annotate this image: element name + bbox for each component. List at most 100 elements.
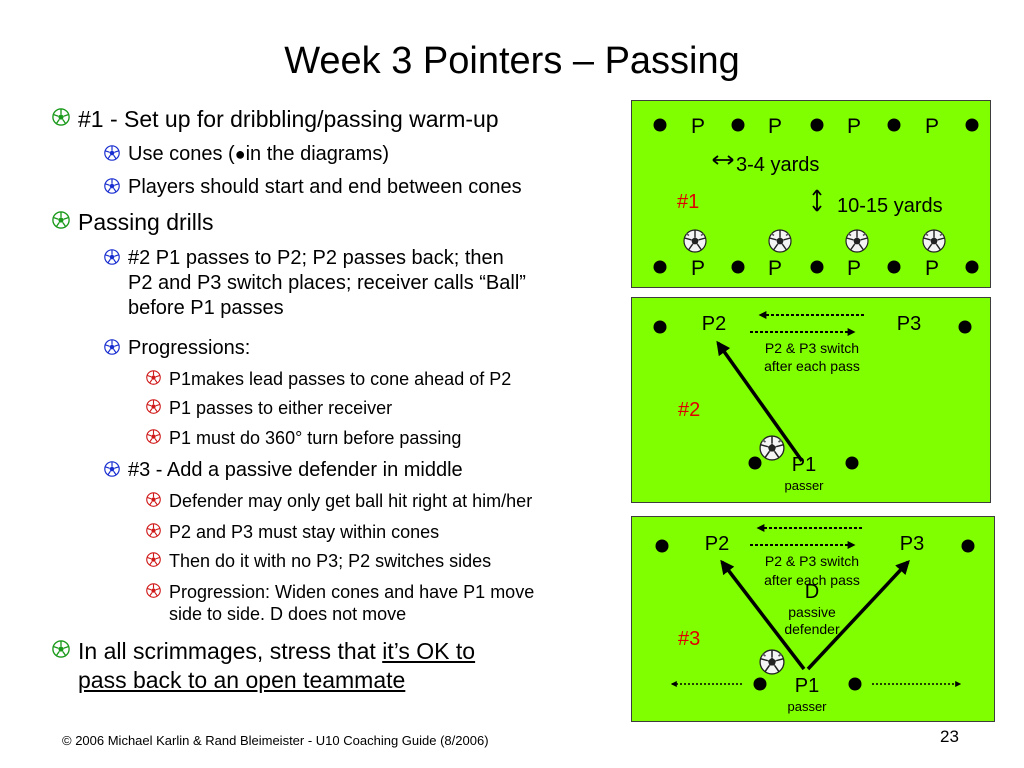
player-label: P [691, 257, 705, 280]
defender-note: passive [788, 604, 836, 620]
soccer-ball-icon [104, 249, 120, 265]
player-label: P [847, 257, 861, 280]
soccer-ball-icon [104, 339, 120, 355]
bullet-no-p3: Then do it with no P3; P2 switches sides [146, 550, 491, 572]
bullet-text: side to side. D does not move [169, 604, 407, 624]
bullet-either-receiver: P1 passes to either receiver [146, 397, 392, 419]
bullet-warmup: #1 - Set up for dribbling/passing warm-u… [52, 105, 499, 134]
bullet-text: Progressions: [128, 337, 251, 359]
soccer-ball-icon [146, 492, 161, 507]
horizontal-arrow-icon [712, 155, 734, 165]
defender-label: D [805, 581, 819, 603]
cone-dot-icon [653, 320, 667, 334]
cone-dot-icon [958, 320, 972, 334]
player-label: P [768, 257, 782, 280]
drill-label: #2 [678, 399, 700, 421]
bullet-text: P2 and P3 switch places; receiver calls … [128, 272, 526, 294]
drill-label: #1 [677, 191, 699, 213]
player-p2-label: P2 [705, 533, 729, 555]
bullet-text: in the diagrams) [245, 143, 389, 165]
soccer-ball-icon [146, 552, 161, 567]
bullet-lead-passes: P1makes lead passes to cone ahead of P2 [146, 368, 511, 390]
bullet-text: Progression: Widen cones and have P1 mov… [169, 582, 535, 602]
bullet-text: Use cones ( [128, 143, 235, 165]
soccer-ball-icon [759, 649, 785, 675]
bullet-passing-drills: Passing drills [52, 208, 214, 237]
vertical-arrow-icon [812, 189, 822, 212]
passer-label: passer [787, 699, 827, 714]
soccer-ball-icon [146, 370, 161, 385]
bullet-emphasis: pass back to an open teammate [78, 667, 406, 693]
bullet-drill-3: #3 - Add a passive defender in middle [104, 458, 463, 483]
soccer-ball-icon [52, 108, 70, 126]
soccer-ball-icon [768, 229, 792, 253]
bullet-text: P1 passes to either receiver [169, 398, 393, 418]
defender-note: defender [784, 621, 840, 637]
player-label: P [691, 115, 705, 138]
cone-dot-icon [731, 260, 745, 274]
soccer-ball-icon [683, 229, 707, 253]
cone-dot-icon [753, 677, 767, 691]
bullet-defender-rule: Defender may only get ball hit right at … [146, 490, 532, 512]
player-label: P [768, 115, 782, 138]
bullet-drill-2: #2 P1 passes to P2; P2 passes back; then… [104, 246, 526, 321]
cone-dot-icon [655, 539, 669, 553]
bullet-text: before P1 passes [128, 297, 284, 319]
passer-label: passer [784, 478, 824, 493]
cone-dot-icon [887, 260, 901, 274]
bullet-text: Defender may only get ball hit right at … [169, 491, 533, 511]
page-title: Week 3 Pointers – Passing [284, 40, 740, 82]
bullet-text: P2 and P3 must stay within cones [169, 522, 440, 542]
bullet-text: P1makes lead passes to cone ahead of P2 [169, 369, 512, 389]
cone-dot-icon [653, 118, 667, 132]
bullet-cones: Use cones (● in the diagrams) [104, 142, 389, 167]
player-p3-label: P3 [900, 533, 924, 555]
page-number: 23 [940, 727, 959, 746]
soccer-ball-icon [52, 640, 70, 658]
cone-row-top [653, 118, 979, 132]
switch-note: after each pass [764, 358, 860, 374]
cone-dot-icon [965, 118, 979, 132]
cone-row-bottom [653, 260, 979, 274]
player-p2-label: P2 [702, 313, 726, 335]
player-p3-label: P3 [897, 313, 921, 335]
soccer-ball-icon [922, 229, 946, 253]
drill-label: #3 [678, 628, 700, 650]
cone-dot-icon [845, 456, 859, 470]
bullet-text: In all scrimmages, stress that [78, 638, 383, 664]
diagram-2: P2 P3 P2 & P3 switch after each pass #2 … [631, 297, 991, 503]
soccer-ball-icon [146, 583, 161, 598]
soccer-ball-icon [52, 211, 70, 229]
diagram-1: P P P P 3-4 yards 10-15 yards #1 P P P P [631, 100, 991, 288]
width-note: 3-4 yards [736, 154, 819, 176]
cone-dot-icon [731, 118, 745, 132]
bullet-text: Players should start and end between con… [128, 176, 522, 198]
bullet-stay-within: P2 and P3 must stay within cones [146, 521, 439, 543]
cone-dot-icon: ● [234, 144, 246, 164]
switch-arrows [750, 311, 864, 336]
switch-arrows [750, 524, 862, 549]
switch-note: after each pass [764, 572, 860, 588]
bullet-emphasis: it’s OK to [382, 638, 476, 664]
cone-dot-icon [810, 118, 824, 132]
player-label: P [925, 115, 939, 138]
cone-dot-icon [748, 456, 762, 470]
bullet-text: #1 - Set up for dribbling/passing warm-u… [78, 106, 499, 132]
bullet-widen-cones: Progression: Widen cones and have P1 mov… [146, 581, 534, 625]
bullet-progressions: Progressions: [104, 336, 250, 361]
diagram-3: P2 P3 P2 & P3 switch after each pass D p… [631, 516, 995, 722]
bullet-scrimmages: In all scrimmages, stress that it’s OK t… [52, 637, 475, 695]
bullet-text: #2 P1 passes to P2; P2 passes back; then [128, 247, 504, 269]
pass-arrows [720, 559, 910, 671]
cone-dot-icon [961, 539, 975, 553]
soccer-ball-icon [146, 399, 161, 414]
soccer-ball-icon [146, 429, 161, 444]
length-note: 10-15 yards [837, 195, 943, 217]
switch-note: P2 & P3 switch [765, 553, 859, 569]
footer-copyright: © 2006 Michael Karlin & Rand Bleimeister… [62, 733, 489, 748]
soccer-ball-icon [104, 461, 120, 477]
player-label: P [847, 115, 861, 138]
cone-dot-icon [887, 118, 901, 132]
player-p1-label: P1 [795, 675, 819, 697]
cone-dot-icon [653, 260, 667, 274]
